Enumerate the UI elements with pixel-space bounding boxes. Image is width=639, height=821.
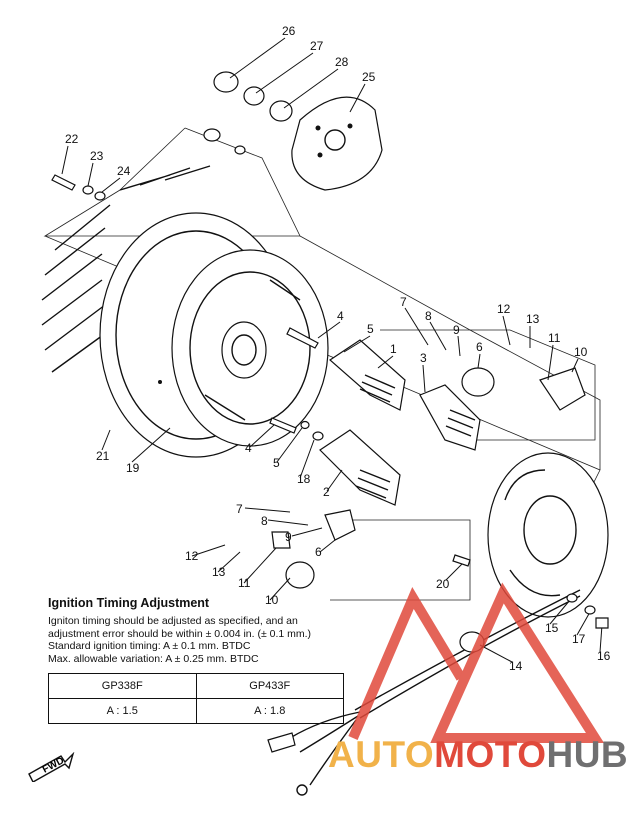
timing-title: Ignition Timing Adjustment — [48, 596, 210, 610]
callout-11a: 11 — [548, 331, 561, 345]
callout-17: 17 — [572, 632, 586, 646]
callout-15: 15 — [545, 621, 559, 635]
callout-7a: 7 — [400, 295, 407, 309]
callout-23: 23 — [90, 149, 104, 163]
callout-8a: 8 — [425, 309, 432, 323]
coil-3 — [419, 384, 481, 451]
callout-3: 3 — [420, 351, 427, 365]
ignition-timing-panel: Ignition Timing Adjustment Igniton timin… — [48, 596, 348, 724]
callout-4b: 4 — [245, 441, 252, 455]
table-header-gp338f: GP338F — [48, 673, 197, 699]
brand-part-hub: HUB — [546, 734, 629, 775]
table-value-gp338f: A : 1.5 — [48, 698, 197, 724]
callout-5a: 5 — [367, 322, 374, 336]
callout-26: 26 — [282, 24, 296, 38]
callout-5b: 5 — [273, 456, 280, 470]
base-plate-25 — [291, 96, 383, 191]
timing-table: GP338F GP433F A : 1.5 A : 1.8 — [48, 673, 344, 724]
callout-4a: 4 — [337, 309, 344, 323]
callout-19: 19 — [126, 461, 140, 475]
callout-6b: 6 — [315, 545, 322, 559]
contact-breaker-condenser — [271, 367, 586, 589]
callout-28: 28 — [335, 55, 349, 69]
callout-10a: 10 — [574, 345, 588, 359]
nut-washers-26-28 — [203, 71, 293, 155]
callout-13a: 13 — [526, 312, 540, 326]
callout-9a: 9 — [453, 323, 460, 337]
coil-1 — [329, 339, 406, 411]
brand-part-moto: MOTO — [434, 734, 547, 775]
timing-line-2: adjustment error should be within ± 0.00… — [48, 627, 312, 640]
callout-22: 22 — [65, 132, 79, 146]
callout-16: 16 — [597, 649, 611, 663]
brand-part-auto: AUTO — [328, 734, 435, 775]
callout-21: 21 — [96, 449, 110, 463]
callout-27: 27 — [310, 39, 324, 53]
callout-12b: 12 — [185, 549, 199, 563]
flywheel-rotor — [41, 165, 329, 458]
callout-20: 20 — [436, 577, 450, 591]
table-value-gp433f: A : 1.8 — [195, 698, 344, 724]
watermark-brand: AUTOMOTOHUB — [328, 734, 628, 776]
timing-line-3: Standard ignition timing: A ± 0.1 mm. BT… — [48, 640, 251, 652]
callout-9b: 9 — [285, 530, 292, 544]
callout-25: 25 — [362, 70, 376, 84]
table-header-gp433f: GP433F — [195, 673, 344, 699]
callout-7b: 7 — [236, 502, 243, 516]
callout-8b: 8 — [261, 514, 268, 528]
callout-labels: 26 27 28 25 22 23 24 4 5 7 8 9 3 6 12 13… — [65, 24, 611, 673]
callout-10b: 10 — [265, 593, 279, 607]
callout-18: 18 — [297, 472, 311, 486]
callout-24: 24 — [117, 164, 131, 178]
timing-line-4: Max. allowable variation: A ± 0.25 mm. B… — [48, 652, 259, 665]
callout-1: 1 — [390, 342, 397, 356]
timing-line-1: Igniton timing should be adjusted as spe… — [48, 615, 298, 627]
small-bolts — [51, 174, 324, 441]
callout-2: 2 — [323, 485, 330, 499]
callout-12a: 12 — [497, 302, 511, 316]
stator-backplate — [487, 452, 609, 618]
forward-arrow-icon — [28, 752, 75, 782]
callout-6a: 6 — [476, 340, 483, 354]
coil-2 — [319, 429, 401, 506]
